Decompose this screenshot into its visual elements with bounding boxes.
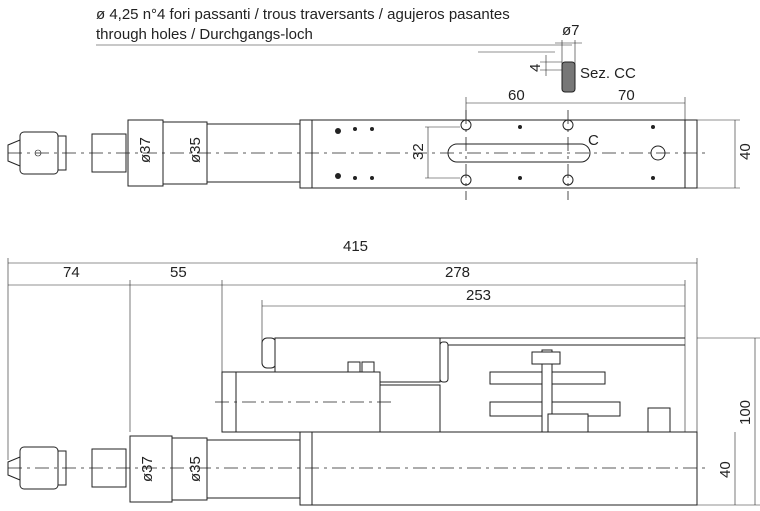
side-view: 415 74 55 278 253 <box>7 238 760 506</box>
dim-74: 74 <box>63 264 80 281</box>
section-depth-label: 4 <box>527 64 544 72</box>
holes-note-line2: through holes / Durchgangs-loch <box>96 26 313 43</box>
section-label: Sez. CC <box>580 65 636 82</box>
side-dia-body: ø35 <box>187 456 204 482</box>
section-mark-c: C <box>588 132 599 149</box>
top-slot-width: 32 <box>410 143 427 160</box>
section-dia-label: ø7 <box>562 22 580 39</box>
section-cc: ø7 4 Sez. CC <box>478 22 636 93</box>
top-dia-collar: ø37 <box>137 137 154 163</box>
dim-278: 278 <box>445 264 470 281</box>
dim-40-side: 40 <box>717 461 734 478</box>
dim-253: 253 <box>466 287 491 304</box>
dim-100: 100 <box>737 400 754 425</box>
dim-70: 70 <box>618 87 635 104</box>
top-height: 40 <box>737 143 754 160</box>
dim-60: 60 <box>508 87 525 104</box>
top-dia-body: ø35 <box>187 137 204 163</box>
holes-note-line1: ø 4,25 n°4 fori passanti / trous travers… <box>96 6 510 23</box>
dim-55: 55 <box>170 264 187 281</box>
top-view: 60 70 ø37 ø35 32 40 C <box>7 87 754 200</box>
dim-415: 415 <box>343 238 368 255</box>
side-dia-collar: ø37 <box>139 456 156 482</box>
